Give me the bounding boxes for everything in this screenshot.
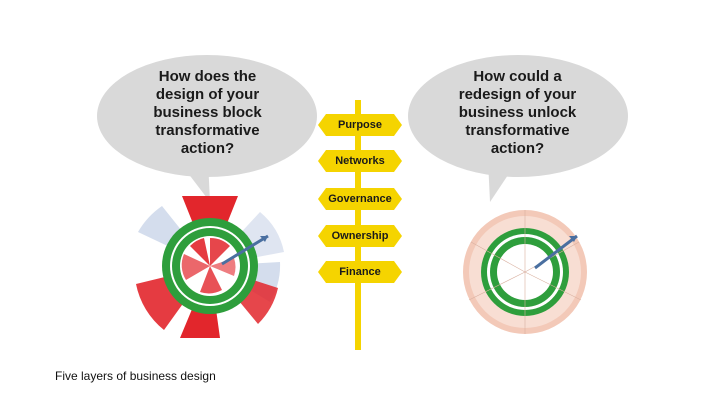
right-bubble-tail bbox=[488, 160, 518, 202]
sign-ownership: Ownership bbox=[318, 225, 402, 247]
right-speech-bubble bbox=[408, 55, 628, 177]
sign-purpose: Purpose bbox=[318, 114, 402, 136]
sign-label: Networks bbox=[335, 155, 385, 167]
sign-governance: Governance bbox=[318, 188, 402, 210]
sign-label: Finance bbox=[339, 266, 381, 278]
left-speech-bubble bbox=[97, 55, 317, 177]
sign-label: Purpose bbox=[337, 119, 382, 131]
left-bubble-question: How does the design of your business blo… bbox=[153, 68, 262, 157]
caption: Five layers of business design bbox=[55, 369, 216, 383]
sign-finance: Finance bbox=[318, 261, 402, 283]
sign-networks: Networks bbox=[318, 150, 402, 172]
sign-label: Governance bbox=[328, 193, 392, 205]
right-bubble-question: How could a redesign of your business un… bbox=[458, 68, 577, 157]
sign-label: Ownership bbox=[331, 230, 389, 242]
left-bubble-tail bbox=[178, 160, 210, 202]
right-doughnut-diagram bbox=[463, 210, 587, 334]
left-doughnut-diagram bbox=[136, 196, 284, 338]
